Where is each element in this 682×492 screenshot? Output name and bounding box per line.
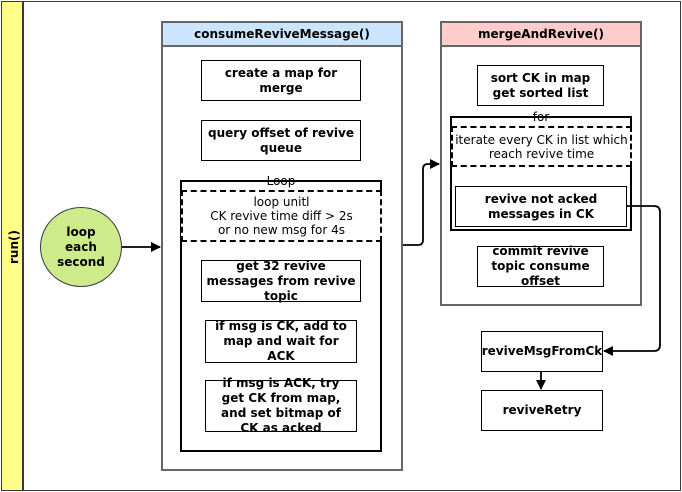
if-msg-is-ack-label: if msg is ACK, try get CK from map, and … bbox=[221, 376, 341, 435]
if-msg-is-ck-step[interactable]: if msg is CK, add to map and wait for AC… bbox=[205, 319, 357, 363]
merge-and-revive-header: mergeAndRevive() bbox=[442, 23, 640, 47]
iterate-ck-step[interactable]: iterate every CK in list which reach rev… bbox=[451, 126, 632, 167]
query-offset-label: query offset of revive queue bbox=[208, 125, 354, 155]
start-node[interactable]: loop each second bbox=[40, 207, 122, 287]
get-revive-messages-label: get 32 revive messages from revive topic bbox=[206, 258, 356, 303]
loop-label: Loop bbox=[266, 174, 296, 188]
loop-condition-label: loop unitl CK revive time diff > 2s or n… bbox=[210, 195, 353, 237]
get-revive-messages-step[interactable]: get 32 revive messages from revive topic bbox=[201, 258, 361, 303]
if-msg-is-ck-label: if msg is CK, add to map and wait for AC… bbox=[215, 319, 347, 363]
sort-ck-label: sort CK in map get sorted list bbox=[490, 70, 591, 100]
revive-msg-from-ck-node[interactable]: reviveMsgFromCk bbox=[481, 331, 603, 372]
if-msg-is-ack-step[interactable]: if msg is ACK, try get CK from map, and … bbox=[205, 376, 357, 435]
revive-not-acked-label: revive not acked messages in CK bbox=[484, 191, 598, 221]
query-offset-step[interactable]: query offset of revive queue bbox=[201, 120, 361, 161]
iterate-ck-label: iterate every CK in list which reach rev… bbox=[455, 132, 628, 161]
sort-ck-step[interactable]: sort CK in map get sorted list bbox=[477, 65, 604, 106]
commit-offset-step[interactable]: commit revive topic consume offset bbox=[477, 244, 604, 288]
loop-condition[interactable]: loop unitl CK revive time diff > 2s or n… bbox=[181, 190, 382, 242]
revive-not-acked-step[interactable]: revive not acked messages in CK bbox=[455, 186, 627, 227]
create-map-step[interactable]: create a map for merge bbox=[201, 60, 361, 101]
arrow-consume-to-merge bbox=[403, 159, 440, 246]
start-node-label: loop each second bbox=[57, 224, 105, 269]
revive-retry-label: reviveRetry bbox=[502, 403, 582, 417]
revive-retry-node[interactable]: reviveRetry bbox=[481, 390, 603, 431]
consume-revive-message-header: consumeReviveMessage() bbox=[163, 23, 401, 47]
commit-offset-label: commit revive topic consume offset bbox=[491, 244, 590, 288]
revive-msg-from-ck-label: reviveMsgFromCk bbox=[481, 344, 603, 358]
create-map-label: create a map for merge bbox=[224, 65, 338, 95]
consume-revive-message-title: consumeReviveMessage() bbox=[194, 27, 370, 41]
merge-and-revive-title: mergeAndRevive() bbox=[478, 27, 604, 41]
arrow-revive-not-acked-to-revive-from-ck bbox=[603, 205, 661, 356]
for-label: for bbox=[532, 110, 550, 124]
